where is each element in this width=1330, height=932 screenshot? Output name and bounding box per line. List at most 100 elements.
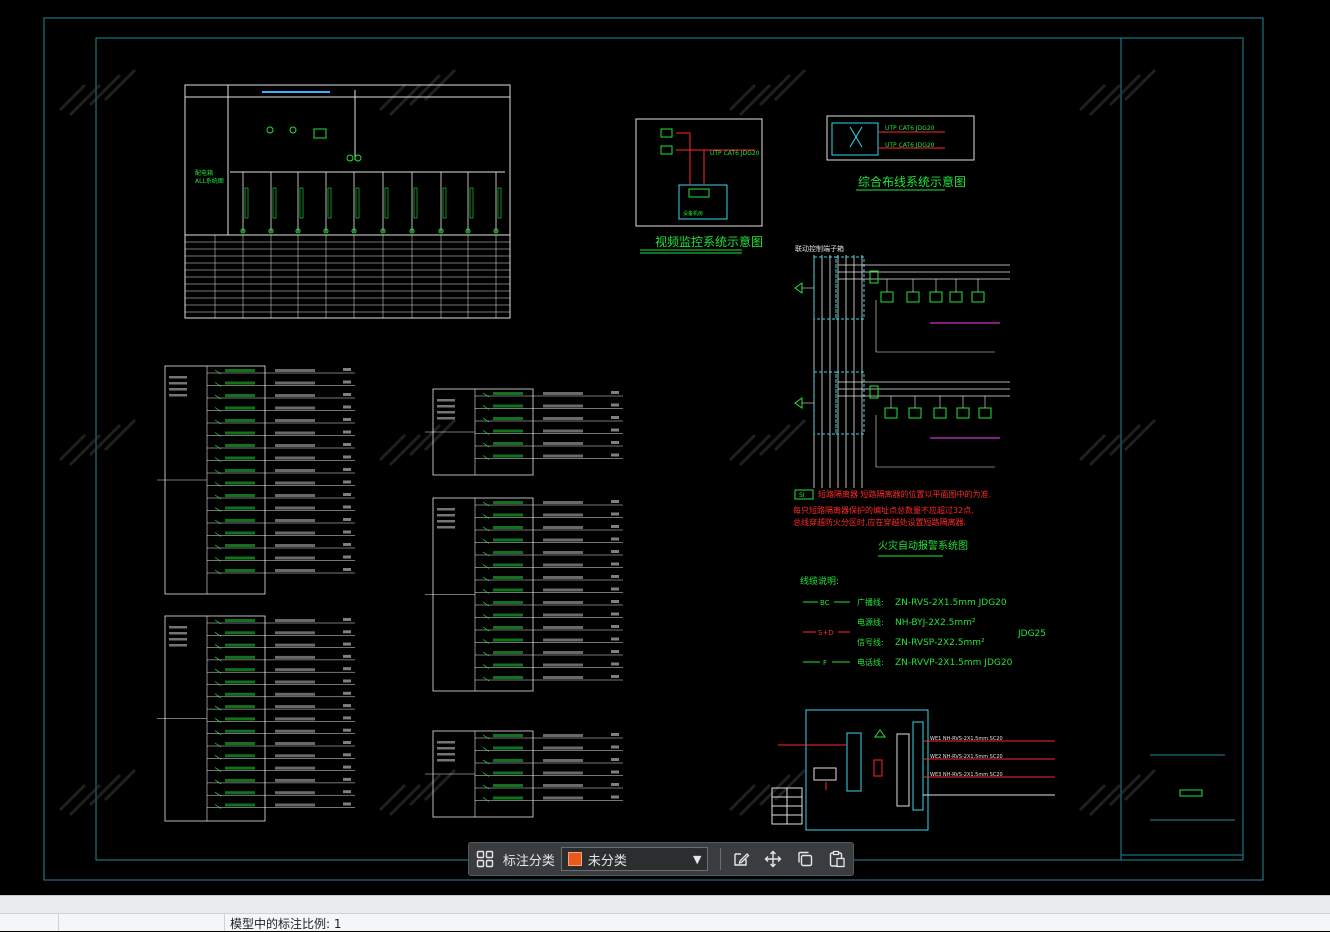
- circuit-text-block: [493, 734, 523, 737]
- circuit-text-block: [611, 612, 619, 616]
- feed-line: [875, 300, 995, 353]
- circuit-text-block: [611, 675, 619, 678]
- move-icon[interactable]: [760, 846, 786, 872]
- circuit-text-block: [611, 662, 619, 666]
- circuit-text-block: [611, 733, 619, 736]
- circuit-text-block: [543, 551, 583, 554]
- circuit-text-block: [225, 531, 255, 535]
- breaker-mark: [214, 718, 222, 723]
- circuit-text-block: [225, 569, 255, 572]
- fire-note-3: 总线穿越防火分区时,应在穿越处设置短路隔离器.: [793, 517, 966, 527]
- circuit-text-block: [343, 505, 351, 509]
- circuit-text-block: [611, 795, 619, 799]
- breaker-mark: [482, 664, 490, 669]
- breaker-mark: [214, 619, 222, 625]
- circuit-text-block: [493, 563, 523, 567]
- annotation-category-select[interactable]: 未分类 ▼: [560, 847, 709, 871]
- breaker-mark: [214, 507, 222, 512]
- circuit-text-block: [225, 729, 255, 733]
- svg-text:电话线:: 电话线:: [857, 657, 884, 667]
- circuit-text-block: [611, 600, 619, 603]
- circuit-text-block: [343, 430, 351, 434]
- floor-box: [835, 256, 865, 320]
- edit-icon[interactable]: [728, 846, 754, 872]
- breaker-mark: [214, 532, 222, 537]
- circuit-text-block: [493, 676, 523, 679]
- device-symbol: [933, 407, 947, 419]
- circuit-text-block: [225, 419, 255, 422]
- video-monitor-diagram: UTP CAT6 JDG20 设备机房 视频监控系统示意图: [635, 118, 763, 254]
- branch-node: [351, 228, 357, 234]
- circuit-text-block: [493, 551, 523, 554]
- circuit-text-block: [225, 643, 255, 647]
- branch-label-block: [299, 187, 304, 219]
- watermark-stroke: [1078, 418, 1157, 467]
- breaker-mark: [482, 651, 490, 657]
- cad-canvas[interactable]: 配电箱 ALL系统图 UTP CAT6 JDG20 设备机房 视频监控系统示意图: [0, 0, 1330, 895]
- device-symbol: [880, 291, 894, 303]
- branch-node: [323, 228, 329, 234]
- paste-icon[interactable]: [824, 846, 850, 872]
- feed-line: [875, 415, 995, 468]
- breaker-mark: [214, 494, 222, 500]
- cabling-diagram: UTP CAT6 JDG20 UTP CAT6 JDG20 综合布线系统示意图: [826, 115, 975, 191]
- grid-icon[interactable]: [472, 846, 498, 872]
- video-monitor-caption: 视频监控系统示意图: [655, 234, 763, 249]
- circuit-text-block: [343, 802, 351, 806]
- circuit-text-block: [275, 643, 315, 647]
- circuit-text-block: [493, 759, 523, 762]
- circuit-text-block: [543, 759, 583, 762]
- schedule-label-text: [437, 405, 455, 408]
- distribution-panel-diagram: 配电箱 ALL系统图: [184, 84, 511, 319]
- circuit-text-block: [225, 444, 255, 447]
- circuit-text-block: [275, 481, 315, 485]
- copy-icon[interactable]: [792, 846, 818, 872]
- schedule-label-text: [437, 514, 455, 517]
- circuit-text-block: [611, 758, 619, 761]
- circuit-text-block: [343, 393, 351, 396]
- status-cell: [0, 914, 59, 931]
- circuit-text-block: [343, 642, 351, 646]
- schedule-label-text: [437, 508, 455, 511]
- svg-text:广播线:: 广播线:: [857, 597, 884, 607]
- circuit-text-block: [225, 705, 255, 709]
- circuit-text-block: [611, 550, 619, 553]
- schedule-label-text: [169, 388, 187, 391]
- circuit-text-block: [343, 704, 351, 708]
- circuit-text-block: [275, 692, 315, 696]
- category-selected-value: 未分类: [587, 853, 627, 869]
- status-bar: 模型中的标注比例: 1: [0, 913, 1330, 931]
- svg-text:UTP CAT6 JDG20: UTP CAT6 JDG20: [885, 142, 935, 149]
- breaker-mark: [482, 676, 490, 682]
- circuit-text-block: [343, 753, 351, 757]
- circuit-text-block: [275, 431, 315, 435]
- title-block-frame: [1120, 37, 1244, 861]
- circuit-text-block: [543, 404, 583, 408]
- circuit-text-block: [493, 392, 523, 395]
- branch-node: [380, 228, 386, 234]
- circuit-text-block: [275, 766, 315, 770]
- circuit-text-block: [343, 741, 351, 744]
- circuit-text-block: [225, 742, 255, 745]
- breaker-mark: [482, 734, 490, 740]
- circuit-text-block: [343, 765, 351, 769]
- device-symbol: [971, 291, 985, 303]
- breaker-mark: [214, 779, 222, 785]
- circuit-text-block: [493, 576, 523, 579]
- circuit-text-block: [611, 625, 619, 628]
- circuit-text-block: [543, 501, 583, 504]
- circuit-text-block: [343, 679, 351, 683]
- circuit-text-block: [225, 754, 255, 758]
- circuit-text-block: [275, 469, 315, 472]
- circuit-text-block: [543, 454, 583, 458]
- branch-label-block: [413, 187, 418, 219]
- circuit-text-block: [611, 391, 619, 394]
- schedule-label-text: [437, 520, 455, 523]
- svg-text:ALL系统图: ALL系统图: [195, 177, 224, 185]
- breaker-mark: [214, 791, 222, 797]
- breaker-mark: [482, 564, 490, 569]
- circuit-text-block: [225, 456, 255, 460]
- branch-node: [240, 228, 246, 234]
- circuit-text-block: [343, 568, 351, 571]
- circuit-text-block: [225, 680, 255, 684]
